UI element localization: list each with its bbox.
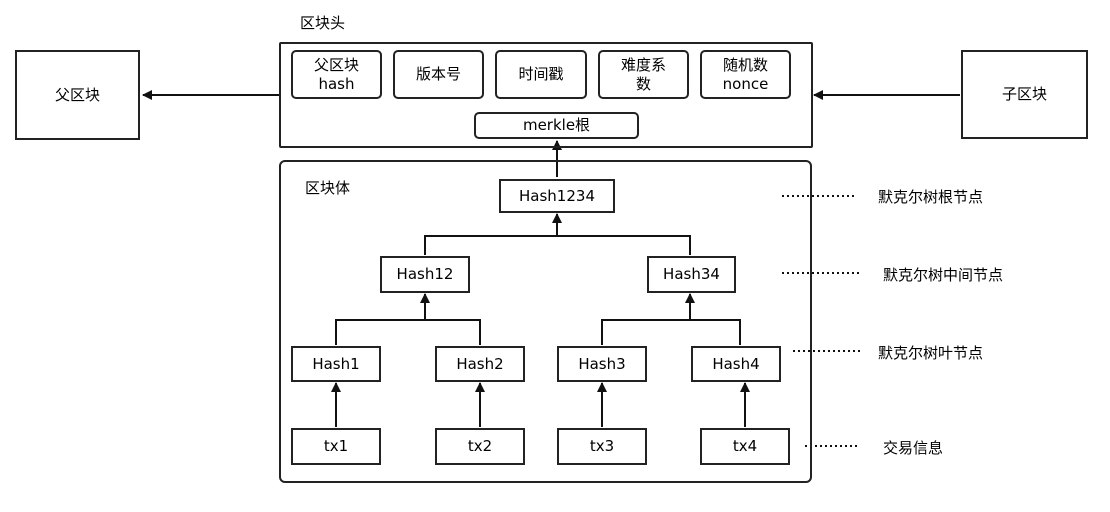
block-body: [279, 160, 812, 483]
transaction-tx2-label: tx2: [467, 437, 493, 456]
header-field-version: 版本号: [393, 50, 484, 99]
leaf-node-hash2-label: Hash2: [456, 354, 504, 373]
leaf-node-hash2: Hash2: [435, 346, 525, 382]
legend-root-node: 默克尔树根节点: [878, 188, 984, 206]
header-field-difficulty-line1: 难度系: [620, 55, 666, 74]
bracket-leaves-to-hash12: [335, 319, 481, 345]
transaction-tx3-label: tx3: [589, 437, 615, 456]
leaf-node-hash3: Hash3: [557, 346, 647, 382]
intermediate-node-hash34-label: Hash34: [663, 265, 720, 284]
child-block-label: 子区块: [1001, 85, 1047, 104]
leaf-node-hash1: Hash1: [291, 346, 381, 382]
transaction-tx4-label: tx4: [732, 437, 758, 456]
child-block: 子区块: [961, 50, 1088, 139]
header-field-nonce-line1: 随机数: [722, 55, 768, 74]
legend-transaction-info: 交易信息: [883, 439, 944, 457]
header-field-parent-hash-line2: hash: [318, 74, 355, 93]
header-field-timestamp: 时间戳: [495, 50, 587, 99]
leaf-node-hash4: Hash4: [691, 346, 781, 382]
intermediate-node-hash34: Hash34: [647, 256, 736, 293]
transaction-tx1-label: tx1: [323, 437, 349, 456]
header-field-parent-hash-line1: 父区块: [313, 55, 359, 74]
legend-intermediate-node: 默克尔树中间节点: [883, 266, 1004, 284]
parent-block: 父区块: [15, 50, 140, 140]
legend-leaf-node: 默克尔树叶节点: [878, 344, 984, 362]
merkle-root-label: merkle根: [522, 116, 591, 135]
block-body-title: 区块体: [305, 179, 351, 197]
leaf-node-hash4-label: Hash4: [712, 354, 760, 373]
bracket-leaves-to-hash34: [601, 319, 741, 345]
header-field-difficulty: 难度系数: [598, 50, 689, 99]
intermediate-node-hash12: Hash12: [380, 256, 470, 293]
header-field-timestamp-label: 时间戳: [518, 65, 564, 84]
intermediate-node-hash12-label: Hash12: [396, 265, 454, 284]
merkle-root-field: merkle根: [474, 112, 639, 139]
transaction-tx4: tx4: [700, 428, 790, 465]
transaction-tx3: tx3: [557, 428, 647, 465]
block-header-title: 区块头: [300, 14, 346, 32]
merkle-root-node-label: Hash1234: [519, 186, 595, 205]
header-field-version-label: 版本号: [415, 65, 461, 84]
parent-block-label: 父区块: [54, 85, 100, 104]
merkle-root-node: Hash1234: [499, 179, 615, 213]
leaf-node-hash3-label: Hash3: [578, 354, 626, 373]
transaction-tx2: tx2: [435, 428, 525, 465]
transaction-tx1: tx1: [291, 428, 381, 465]
leaf-node-hash1-label: Hash1: [312, 354, 360, 373]
block-header: [279, 42, 813, 148]
header-field-difficulty-line2: 数: [635, 74, 651, 93]
header-field-nonce-line2: nonce: [722, 74, 769, 93]
